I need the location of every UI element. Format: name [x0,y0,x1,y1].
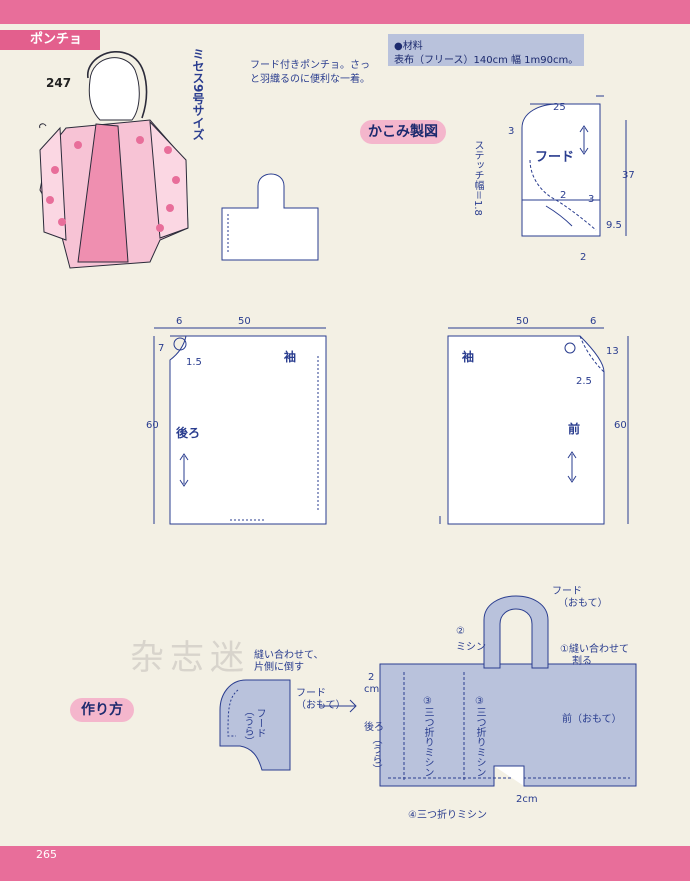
page-number: 265 [36,848,57,861]
stitch-label: ステッチ幅＝1.8 [472,140,483,216]
hood-dim-side: 9.5 [606,220,622,231]
hood-front-label2: （おもて） [296,700,346,711]
hood-dim-top: 25 [553,102,566,113]
front-dim-width: 50 [516,316,529,327]
step2-label: ② [456,626,465,637]
materials-box: ●材料 表布（フリース）140cm 幅 1m90cm。 [388,34,584,66]
how-to-label: 作り方 [70,698,134,722]
hood-diagram [521,95,627,237]
hood-dim-height: 37 [622,170,635,181]
back-assembly-label1: 後ろ [364,722,384,733]
back-dim-height: 60 [146,420,159,431]
hood-dim-inner-b: 3 [588,194,595,205]
materials-body: 表布（フリース）140cm 幅 1m90cm。 [394,55,579,66]
hood-dim-inner-a: 2 [560,190,567,201]
hood-sewing-diagram [219,679,357,771]
front-dim-neck-curve: 2.5 [576,376,592,387]
front-dim-height: 60 [614,420,627,431]
hood-back-label1: フード [254,708,265,738]
step1-label-b: 割る [572,656,592,667]
front-dim-neck: 13 [606,346,619,357]
watermark: 杂志迷 [130,638,250,678]
hood-sew-note1: 縫い合わせて、 [254,650,324,661]
back-dim-neck: 7 [158,343,165,354]
hood-back-label2: （うら） [242,706,253,746]
front-piece [439,327,629,525]
hood-dim-notch: 3 [508,126,515,137]
poncho-sketch [221,173,319,261]
hem-bottom-label: 2cm [516,794,538,805]
title-tag: ポンチョ [0,30,100,50]
description-line2: と羽織るのに便利な一着。 [250,74,370,85]
top-band [0,0,690,24]
back-dim-left: 6 [176,316,183,327]
hood-sew-note2: 片側に倒す [254,662,304,673]
front-dim-right: 6 [590,316,597,327]
back-piece [153,327,327,525]
front-sleeve-label: 袖 [462,350,475,364]
poncho-assembly [379,595,637,787]
hood-front-label1: フード [296,688,326,699]
top-hood-label2: （おもて） [558,598,608,609]
back-sleeve-label: 袖 [284,350,297,364]
step3-right-label: ③三つ折りミシン [474,696,485,777]
description-line1: フード付きポンチョ。さっ [250,60,370,71]
item-number: 247 [46,76,72,90]
hem-left-label: 2 [368,672,375,683]
step4-label: ④三つ折りミシン [408,810,487,821]
back-dim-neck-curve: 1.5 [186,357,202,368]
hood-piece-label: フード [535,150,575,165]
back-piece-label: 後ろ [176,426,201,440]
materials-heading: ●材料 [394,41,423,52]
hem-left-unit: cm [364,684,380,695]
front-piece-label: 前 [568,422,581,436]
hood-dim-bottom: 2 [580,252,587,263]
back-assembly-label2: （うら） [370,734,381,774]
top-hood-label1: フード [552,586,582,597]
drafting-label: かこみ製図 [360,120,446,144]
bottom-band [0,846,690,881]
poncho-illustration [39,51,189,269]
back-dim-width: 50 [238,316,251,327]
step1-label: ①縫い合わせて [560,644,629,655]
step3-left-label: ③三つ折りミシン [422,696,433,777]
front-assembly-label: 前（おもて） [562,714,622,725]
step2-label-b: ミシン [456,642,486,653]
size-label: ミセス9号サイズ [191,48,205,141]
